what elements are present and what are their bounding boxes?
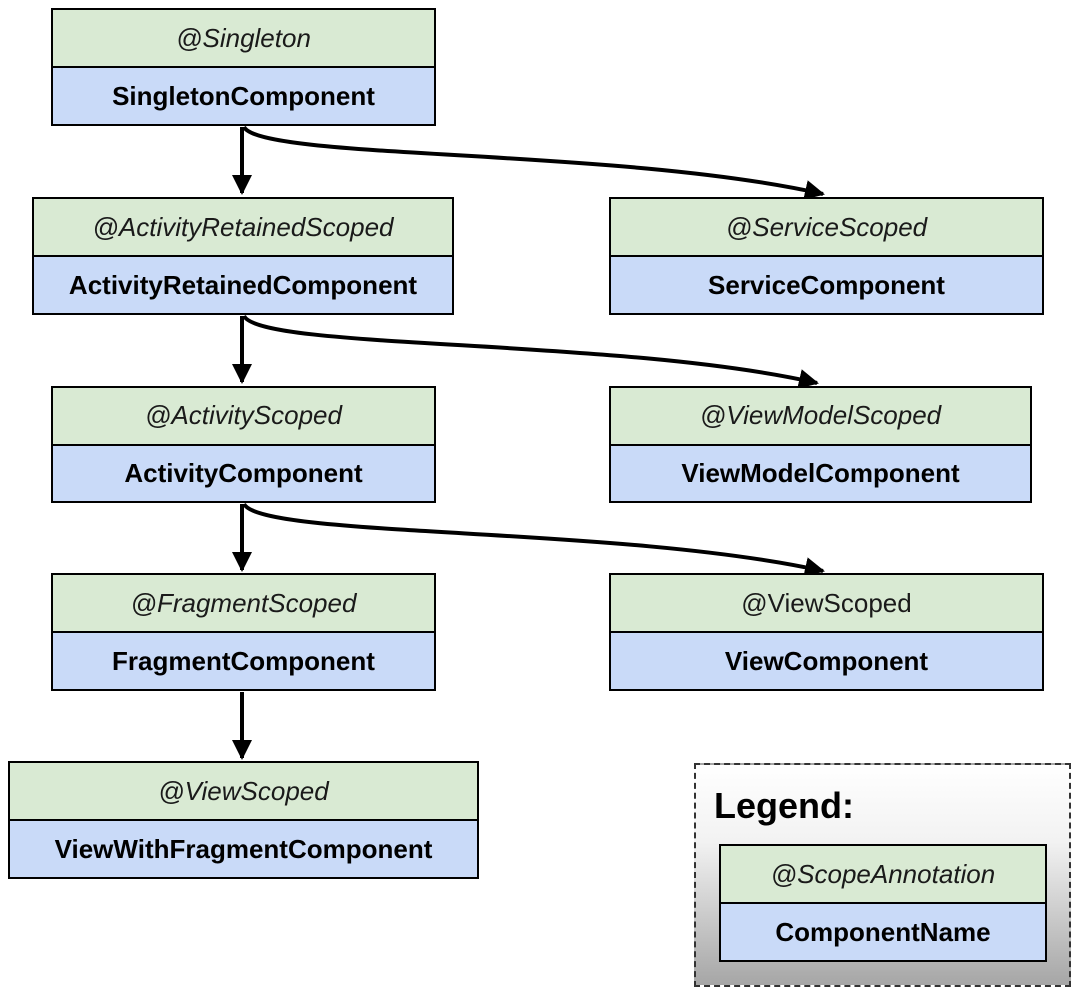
legend: Legend: @ScopeAnnotation ComponentName [694,763,1071,987]
edge-activity-retained-to-view-model [242,314,819,389]
scope-annotation: @ViewModelScoped [611,388,1030,446]
node-activity-retained: @ActivityRetainedScoped ActivityRetained… [32,197,454,315]
component-name: ViewWithFragmentComponent [10,821,477,877]
legend-scope-annotation: @ScopeAnnotation [721,846,1045,904]
component-name: FragmentComponent [53,633,434,689]
scope-annotation: @ViewScoped [10,763,477,821]
node-view-model: @ViewModelScoped ViewModelComponent [609,386,1032,503]
node-service: @ServiceScoped ServiceComponent [609,197,1044,315]
edge-singleton-to-service [242,125,825,200]
node-fragment: @FragmentScoped FragmentComponent [51,573,436,691]
scope-annotation: @ActivityScoped [53,388,434,446]
node-view-with-fragment: @ViewScoped ViewWithFragmentComponent [8,761,479,879]
component-name: ServiceComponent [611,257,1042,313]
component-name: ActivityComponent [53,445,434,501]
legend-sample-node: @ScopeAnnotation ComponentName [719,844,1047,962]
scope-annotation: @Singleton [53,10,434,68]
node-view: @ViewScoped ViewComponent [609,573,1044,691]
component-name: ViewComponent [611,633,1042,689]
component-name: SingletonComponent [53,68,434,124]
legend-component-name: ComponentName [721,904,1045,960]
scope-annotation: @ActivityRetainedScoped [34,199,452,257]
edge-activity-to-view [242,502,825,577]
scope-annotation: @FragmentScoped [53,575,434,633]
legend-title: Legend: [714,785,854,826]
scope-annotation: @ServiceScoped [611,199,1042,257]
node-singleton: @Singleton SingletonComponent [51,8,436,126]
component-name: ActivityRetainedComponent [34,257,452,313]
node-activity: @ActivityScoped ActivityComponent [51,386,436,503]
component-name: ViewModelComponent [611,445,1030,501]
scope-annotation: @ViewScoped [611,575,1042,633]
